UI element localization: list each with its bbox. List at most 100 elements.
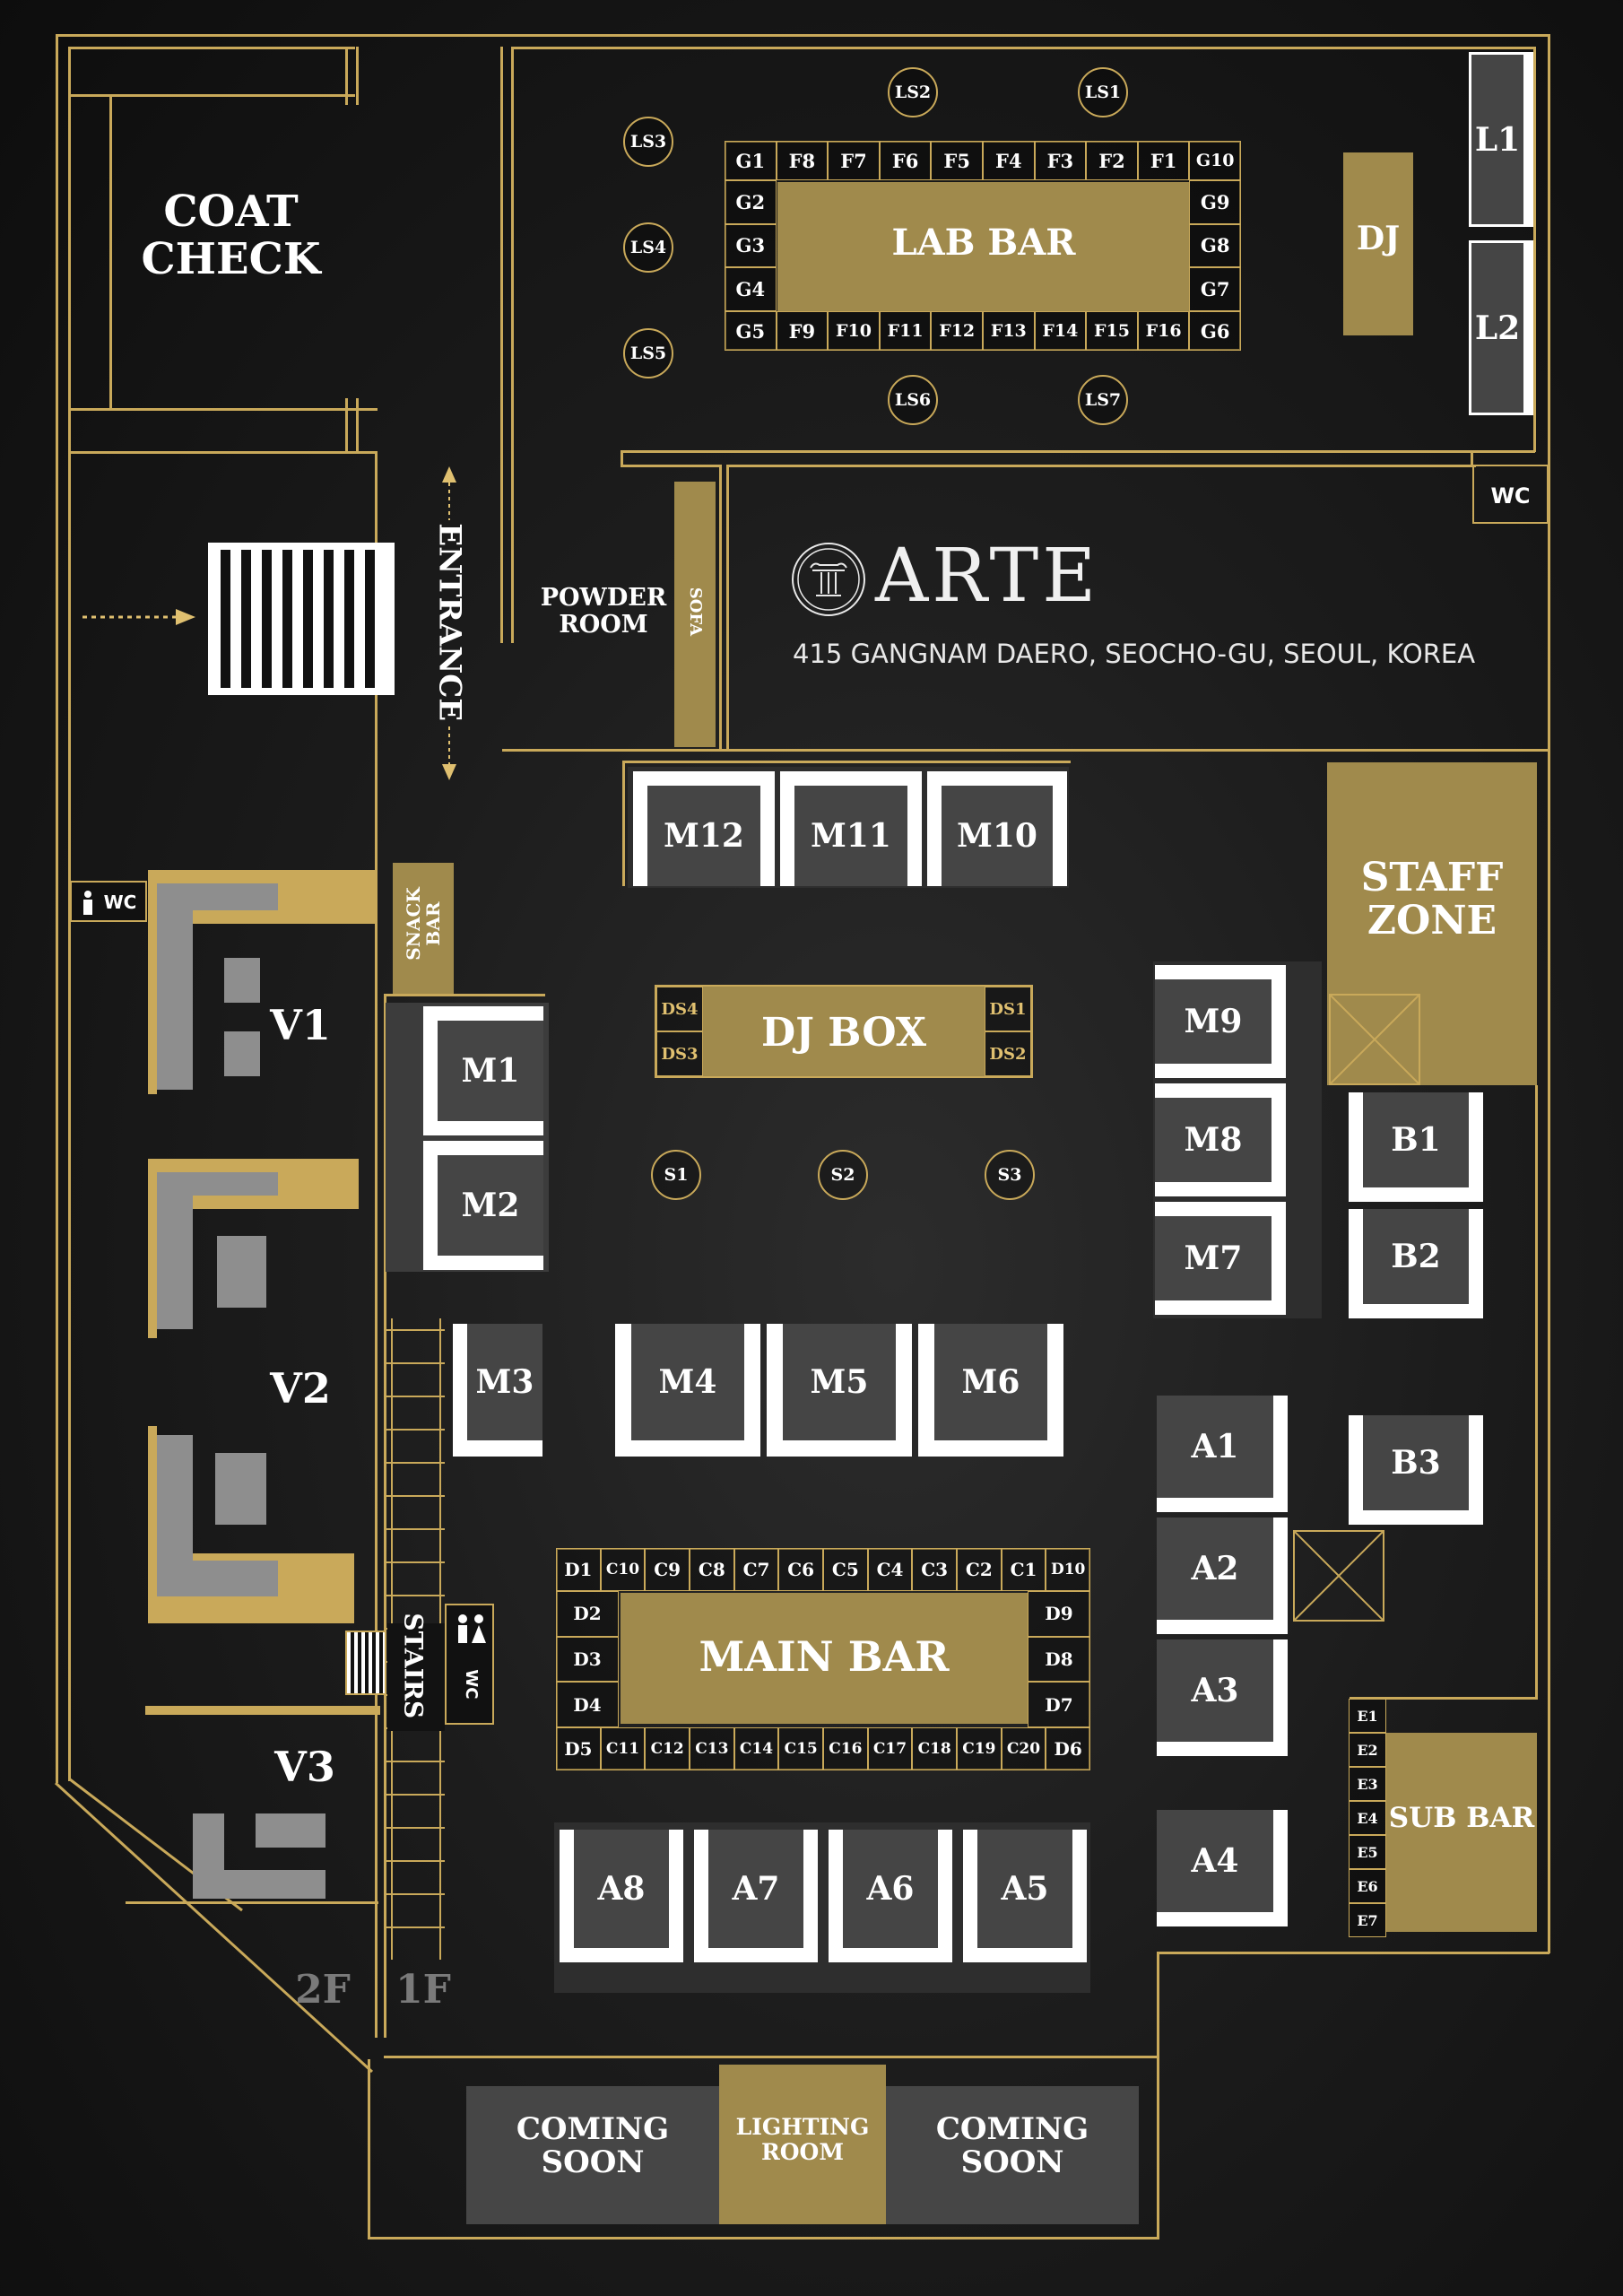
booth-a2[interactable]: A2 xyxy=(1157,1518,1288,1634)
main-bar-seat-c3[interactable]: C3 xyxy=(912,1548,957,1591)
main-bar-seat-c20[interactable]: C20 xyxy=(1001,1727,1046,1770)
standing-s2[interactable]: S2 xyxy=(818,1150,868,1200)
main-bar-seat-d4[interactable]: D4 xyxy=(556,1682,619,1727)
lab-bar-seat-f6[interactable]: F6 xyxy=(879,141,932,180)
booth-m7[interactable]: M7 xyxy=(1155,1202,1286,1315)
main-bar-seat-c12[interactable]: C12 xyxy=(645,1727,690,1770)
lab-bar-seat-g9[interactable]: G9 xyxy=(1189,180,1241,224)
lab-bar-seat-f5[interactable]: F5 xyxy=(931,141,983,180)
sub-bar-seat-e5[interactable]: E5 xyxy=(1349,1835,1386,1869)
standing-s3[interactable]: S3 xyxy=(985,1150,1035,1200)
lab-bar-seat-g6[interactable]: G6 xyxy=(1189,311,1241,351)
lab-bar-seat-f16[interactable]: F16 xyxy=(1137,311,1190,351)
standing-ls6[interactable]: LS6 xyxy=(888,375,938,425)
booth-m12[interactable]: M12 xyxy=(633,771,775,886)
standing-ls4[interactable]: LS4 xyxy=(623,222,673,273)
main-bar-seat-c13[interactable]: C13 xyxy=(690,1727,734,1770)
booth-a8[interactable]: A8 xyxy=(560,1830,683,1962)
main-bar-seat-c6[interactable]: C6 xyxy=(778,1548,823,1591)
dj-seat-ds2[interactable]: DS2 xyxy=(985,1031,1031,1076)
dj-seat-ds3[interactable]: DS3 xyxy=(656,1031,703,1076)
dj-seat-ds1[interactable]: DS1 xyxy=(985,987,1031,1031)
lab-bar-seat-g10[interactable]: G10 xyxy=(1189,141,1241,180)
booth-m4[interactable]: M4 xyxy=(615,1324,760,1457)
booth-b3[interactable]: B3 xyxy=(1349,1415,1483,1525)
main-bar-seat-c4[interactable]: C4 xyxy=(867,1548,913,1591)
lounge-l1[interactable]: L1 xyxy=(1469,52,1533,227)
main-bar-seat-d3[interactable]: D3 xyxy=(556,1636,619,1683)
booth-m3[interactable]: M3 xyxy=(453,1324,542,1457)
standing-ls2[interactable]: LS2 xyxy=(888,67,938,117)
booth-m9[interactable]: M9 xyxy=(1155,965,1286,1078)
booth-m6[interactable]: M6 xyxy=(918,1324,1063,1457)
booth-a7[interactable]: A7 xyxy=(694,1830,818,1962)
lab-bar-seat-g3[interactable]: G3 xyxy=(725,223,777,268)
standing-s1[interactable]: S1 xyxy=(651,1150,701,1200)
lounge-l2[interactable]: L2 xyxy=(1469,240,1533,415)
main-bar-seat-c16[interactable]: C16 xyxy=(823,1727,868,1770)
sub-bar-seat-e6[interactable]: E6 xyxy=(1349,1869,1386,1903)
sub-bar-seat-e3[interactable]: E3 xyxy=(1349,1767,1386,1801)
lab-bar-seat-f9[interactable]: F9 xyxy=(776,311,829,351)
main-bar-seat-c2[interactable]: C2 xyxy=(957,1548,1002,1591)
lab-bar-seat-f3[interactable]: F3 xyxy=(1034,141,1087,180)
lab-bar-seat-g1[interactable]: G1 xyxy=(725,141,777,180)
main-bar-seat-c19[interactable]: C19 xyxy=(957,1727,1002,1770)
lab-bar-seat-f1[interactable]: F1 xyxy=(1137,141,1190,180)
sub-bar-seat-e1[interactable]: E1 xyxy=(1349,1699,1386,1733)
lab-bar-seat-g5[interactable]: G5 xyxy=(725,311,777,351)
lab-bar-seat-g4[interactable]: G4 xyxy=(725,267,777,311)
booth-m1[interactable]: M1 xyxy=(423,1006,543,1135)
lab-bar-seat-f10[interactable]: F10 xyxy=(828,311,880,351)
lab-bar-seat-g7[interactable]: G7 xyxy=(1189,267,1241,311)
booth-m10[interactable]: M10 xyxy=(927,771,1067,886)
main-bar-seat-c18[interactable]: C18 xyxy=(912,1727,957,1770)
main-bar-seat-c10[interactable]: C10 xyxy=(600,1548,646,1591)
lab-bar-seat-f12[interactable]: F12 xyxy=(931,311,983,351)
main-bar-seat-d2[interactable]: D2 xyxy=(556,1591,619,1637)
main-bar-seat-d1[interactable]: D1 xyxy=(556,1548,601,1591)
booth-a1[interactable]: A1 xyxy=(1157,1396,1288,1512)
sub-bar-seat-e4[interactable]: E4 xyxy=(1349,1801,1386,1835)
main-bar-seat-d8[interactable]: D8 xyxy=(1028,1636,1090,1683)
lab-bar-seat-f7[interactable]: F7 xyxy=(828,141,880,180)
sub-bar-seat-e2[interactable]: E2 xyxy=(1349,1733,1386,1767)
main-bar-seat-d7[interactable]: D7 xyxy=(1028,1682,1090,1727)
booth-m11[interactable]: M11 xyxy=(780,771,922,886)
main-bar-seat-c5[interactable]: C5 xyxy=(823,1548,868,1591)
lab-bar-seat-f2[interactable]: F2 xyxy=(1086,141,1138,180)
standing-ls7[interactable]: LS7 xyxy=(1078,375,1128,425)
standing-ls3[interactable]: LS3 xyxy=(623,117,673,167)
main-bar-seat-d10[interactable]: D10 xyxy=(1046,1548,1090,1591)
booth-a5[interactable]: A5 xyxy=(963,1830,1087,1962)
booth-m5[interactable]: M5 xyxy=(767,1324,912,1457)
main-bar-seat-c11[interactable]: C11 xyxy=(600,1727,646,1770)
main-bar-seat-c7[interactable]: C7 xyxy=(733,1548,779,1591)
lab-bar-seat-g2[interactable]: G2 xyxy=(725,180,777,224)
lab-bar-seat-f15[interactable]: F15 xyxy=(1086,311,1138,351)
main-bar-seat-c17[interactable]: C17 xyxy=(867,1727,913,1770)
booth-a6[interactable]: A6 xyxy=(829,1830,952,1962)
booth-b2[interactable]: B2 xyxy=(1349,1209,1483,1318)
lab-bar-seat-g8[interactable]: G8 xyxy=(1189,223,1241,268)
booth-a4[interactable]: A4 xyxy=(1157,1810,1288,1926)
booth-a3[interactable]: A3 xyxy=(1157,1639,1288,1756)
lab-bar-seat-f8[interactable]: F8 xyxy=(776,141,829,180)
booth-b1[interactable]: B1 xyxy=(1349,1092,1483,1202)
dj-seat-ds4[interactable]: DS4 xyxy=(656,987,703,1031)
main-bar-seat-c8[interactable]: C8 xyxy=(690,1548,734,1591)
standing-ls1[interactable]: LS1 xyxy=(1078,67,1128,117)
sub-bar-seat-e7[interactable]: E7 xyxy=(1349,1903,1386,1937)
lab-bar-seat-f11[interactable]: F11 xyxy=(879,311,932,351)
main-bar-seat-c9[interactable]: C9 xyxy=(645,1548,690,1591)
main-bar-seat-d9[interactable]: D9 xyxy=(1028,1591,1090,1637)
booth-m8[interactable]: M8 xyxy=(1155,1083,1286,1196)
main-bar-seat-c15[interactable]: C15 xyxy=(778,1727,823,1770)
lab-bar-seat-f4[interactable]: F4 xyxy=(983,141,1035,180)
lab-bar-seat-f14[interactable]: F14 xyxy=(1034,311,1087,351)
main-bar-seat-d6[interactable]: D6 xyxy=(1046,1727,1090,1770)
main-bar-seat-d5[interactable]: D5 xyxy=(556,1727,601,1770)
booth-m2[interactable]: M2 xyxy=(423,1141,543,1270)
main-bar-seat-c1[interactable]: C1 xyxy=(1001,1548,1046,1591)
standing-ls5[interactable]: LS5 xyxy=(623,328,673,378)
